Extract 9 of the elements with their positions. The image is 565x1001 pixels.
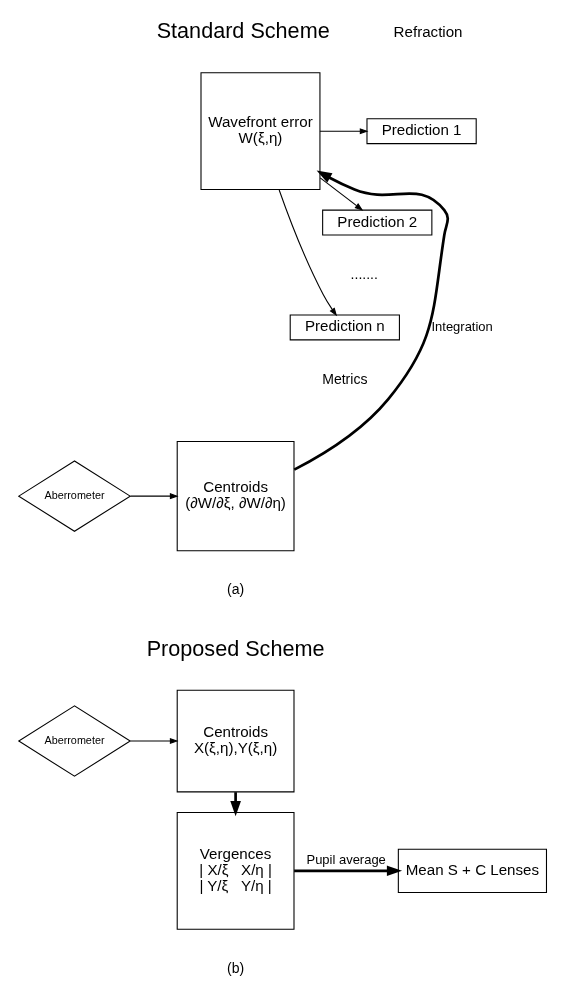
edge-label: Pupil average xyxy=(306,851,386,867)
label: (a) xyxy=(227,580,245,597)
label: Refraction xyxy=(393,22,463,40)
label: Standard Scheme xyxy=(156,17,330,43)
label: (b) xyxy=(227,959,245,976)
label: Metrics xyxy=(322,370,368,387)
label: Proposed Scheme xyxy=(146,635,325,661)
label: ....... xyxy=(350,265,378,282)
edge-label: Integration xyxy=(431,318,493,334)
